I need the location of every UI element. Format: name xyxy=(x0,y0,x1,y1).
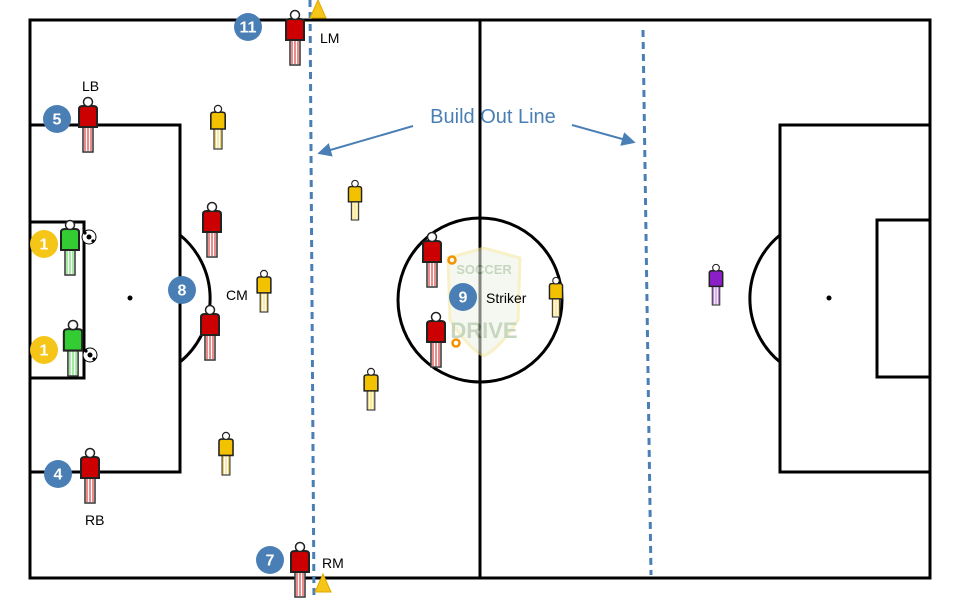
defender-6[interactable] xyxy=(218,431,234,476)
player-cm-bottom[interactable] xyxy=(426,311,446,368)
soccer-drive-logo: SOCCER DRIVE xyxy=(446,246,522,358)
defender-4[interactable] xyxy=(548,276,564,318)
opponent-goalkeeper[interactable] xyxy=(708,263,724,306)
number-badge-striker: 9 xyxy=(449,283,477,311)
center-circle xyxy=(396,216,564,384)
label-rb: RB xyxy=(85,512,104,528)
player-rb[interactable] xyxy=(80,447,100,504)
number-badge-text: 5 xyxy=(53,112,62,129)
cone-icon xyxy=(314,572,332,593)
marker-disc-icon xyxy=(451,338,461,348)
arrow-right xyxy=(571,124,636,146)
number-badge-cm: 8 xyxy=(168,276,196,304)
number-badge-text: 1 xyxy=(40,343,49,360)
player-lm[interactable] xyxy=(285,9,305,66)
right-penalty-spot xyxy=(826,295,832,301)
build-out-line-left xyxy=(308,0,316,600)
left-penalty-arc xyxy=(179,233,212,364)
build-out-line-right xyxy=(641,29,653,576)
marker-disc-icon xyxy=(447,255,457,265)
number-badge-rb: 4 xyxy=(44,460,72,488)
player-cb-top[interactable] xyxy=(202,201,222,258)
number-badge-text: 11 xyxy=(240,20,257,37)
soccer-ball-icon[interactable] xyxy=(82,347,98,363)
right-goal-box xyxy=(875,218,932,379)
number-badge-text: 1 xyxy=(40,237,49,254)
annotations: LM LB CM Striker RB RM xyxy=(82,30,527,571)
number-badge-text: 9 xyxy=(459,290,468,307)
soccer-ball-icon[interactable] xyxy=(81,229,97,245)
number-badge-gk2: 1 xyxy=(30,336,58,364)
number-badge-text: 7 xyxy=(266,553,275,570)
players xyxy=(60,9,724,598)
defender-3[interactable] xyxy=(256,269,272,313)
left-goal-box xyxy=(28,220,86,380)
number-badge-lm: 11 xyxy=(234,13,262,41)
left-penalty-spot xyxy=(127,295,133,301)
number-badge-rm: 7 xyxy=(256,546,284,574)
defender-2[interactable] xyxy=(347,179,363,221)
cone-icon xyxy=(309,0,327,19)
label-lb: LB xyxy=(82,78,99,94)
defender-5[interactable] xyxy=(363,367,379,411)
arrow-left xyxy=(317,125,414,157)
number-badge-text: 8 xyxy=(178,283,187,300)
field-lines xyxy=(28,18,932,580)
player-rm[interactable] xyxy=(290,541,310,598)
number-badge-lb: 5 xyxy=(43,105,71,133)
right-penalty-box xyxy=(778,123,932,474)
right-penalty-arc xyxy=(748,233,781,364)
build-out-line-label: Build Out Line xyxy=(430,106,556,128)
defender-1[interactable] xyxy=(209,104,227,150)
player-goalkeeper-2[interactable] xyxy=(62,319,84,377)
logo-text-bottom: DRIVE xyxy=(450,318,517,343)
label-cm: CM xyxy=(226,287,248,303)
label-rm: RM xyxy=(322,555,344,571)
player-cm-top[interactable] xyxy=(422,231,442,288)
player-lb[interactable] xyxy=(78,96,98,153)
player-goalkeeper-1[interactable] xyxy=(60,219,80,276)
number-badge-text: 4 xyxy=(54,467,63,484)
label-striker: Striker xyxy=(486,290,527,306)
number-badge-gk1: 1 xyxy=(30,230,58,258)
logo-text-top: SOCCER xyxy=(456,262,512,277)
player-cb-bottom[interactable] xyxy=(200,304,220,361)
label-lm: LM xyxy=(320,30,339,46)
left-penalty-box xyxy=(28,123,182,474)
